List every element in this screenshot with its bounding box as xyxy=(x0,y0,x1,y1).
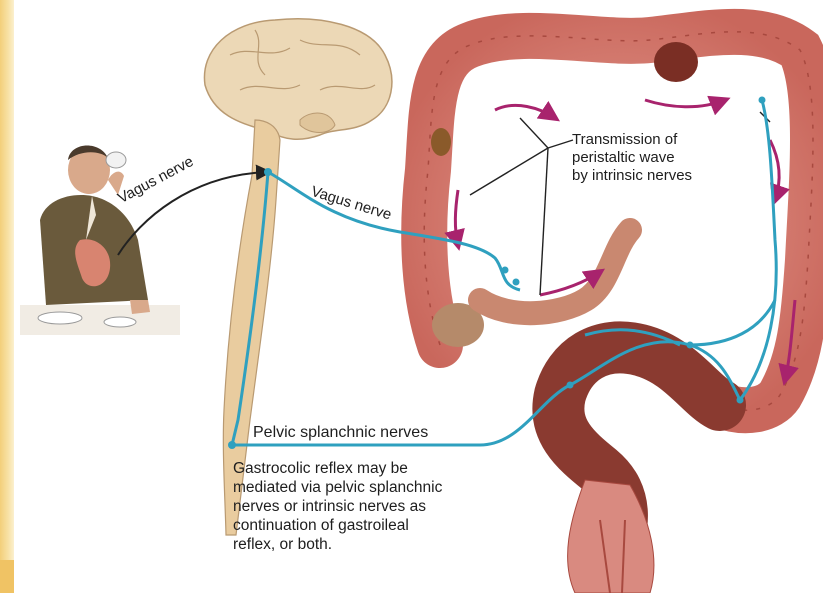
transmission-line-2: peristaltic wave xyxy=(572,149,762,167)
gastrocolic-reflex-caption: Gastrocolic reflex may be mediated via p… xyxy=(233,459,553,554)
gastrocolic-line-4: continuation of gastroileal xyxy=(233,516,553,535)
gastrocolic-line-1: Gastrocolic reflex may be xyxy=(233,459,553,478)
transmission-line-1: Transmission of xyxy=(572,131,762,149)
pelvic-splanchnic-label: Pelvic splanchnic nerves xyxy=(253,424,428,442)
transmission-line-3: by intrinsic nerves xyxy=(572,167,762,185)
gastrocolic-line-5: reflex, or both. xyxy=(233,535,553,554)
brain xyxy=(204,19,391,140)
transmission-peristaltic-label: Transmission of peristaltic wave by intr… xyxy=(572,131,762,185)
gastrocolic-line-2: mediated via pelvic splanchnic xyxy=(233,478,553,497)
gastrocolic-line-3: nerves or intrinsic nerves as xyxy=(233,497,553,516)
